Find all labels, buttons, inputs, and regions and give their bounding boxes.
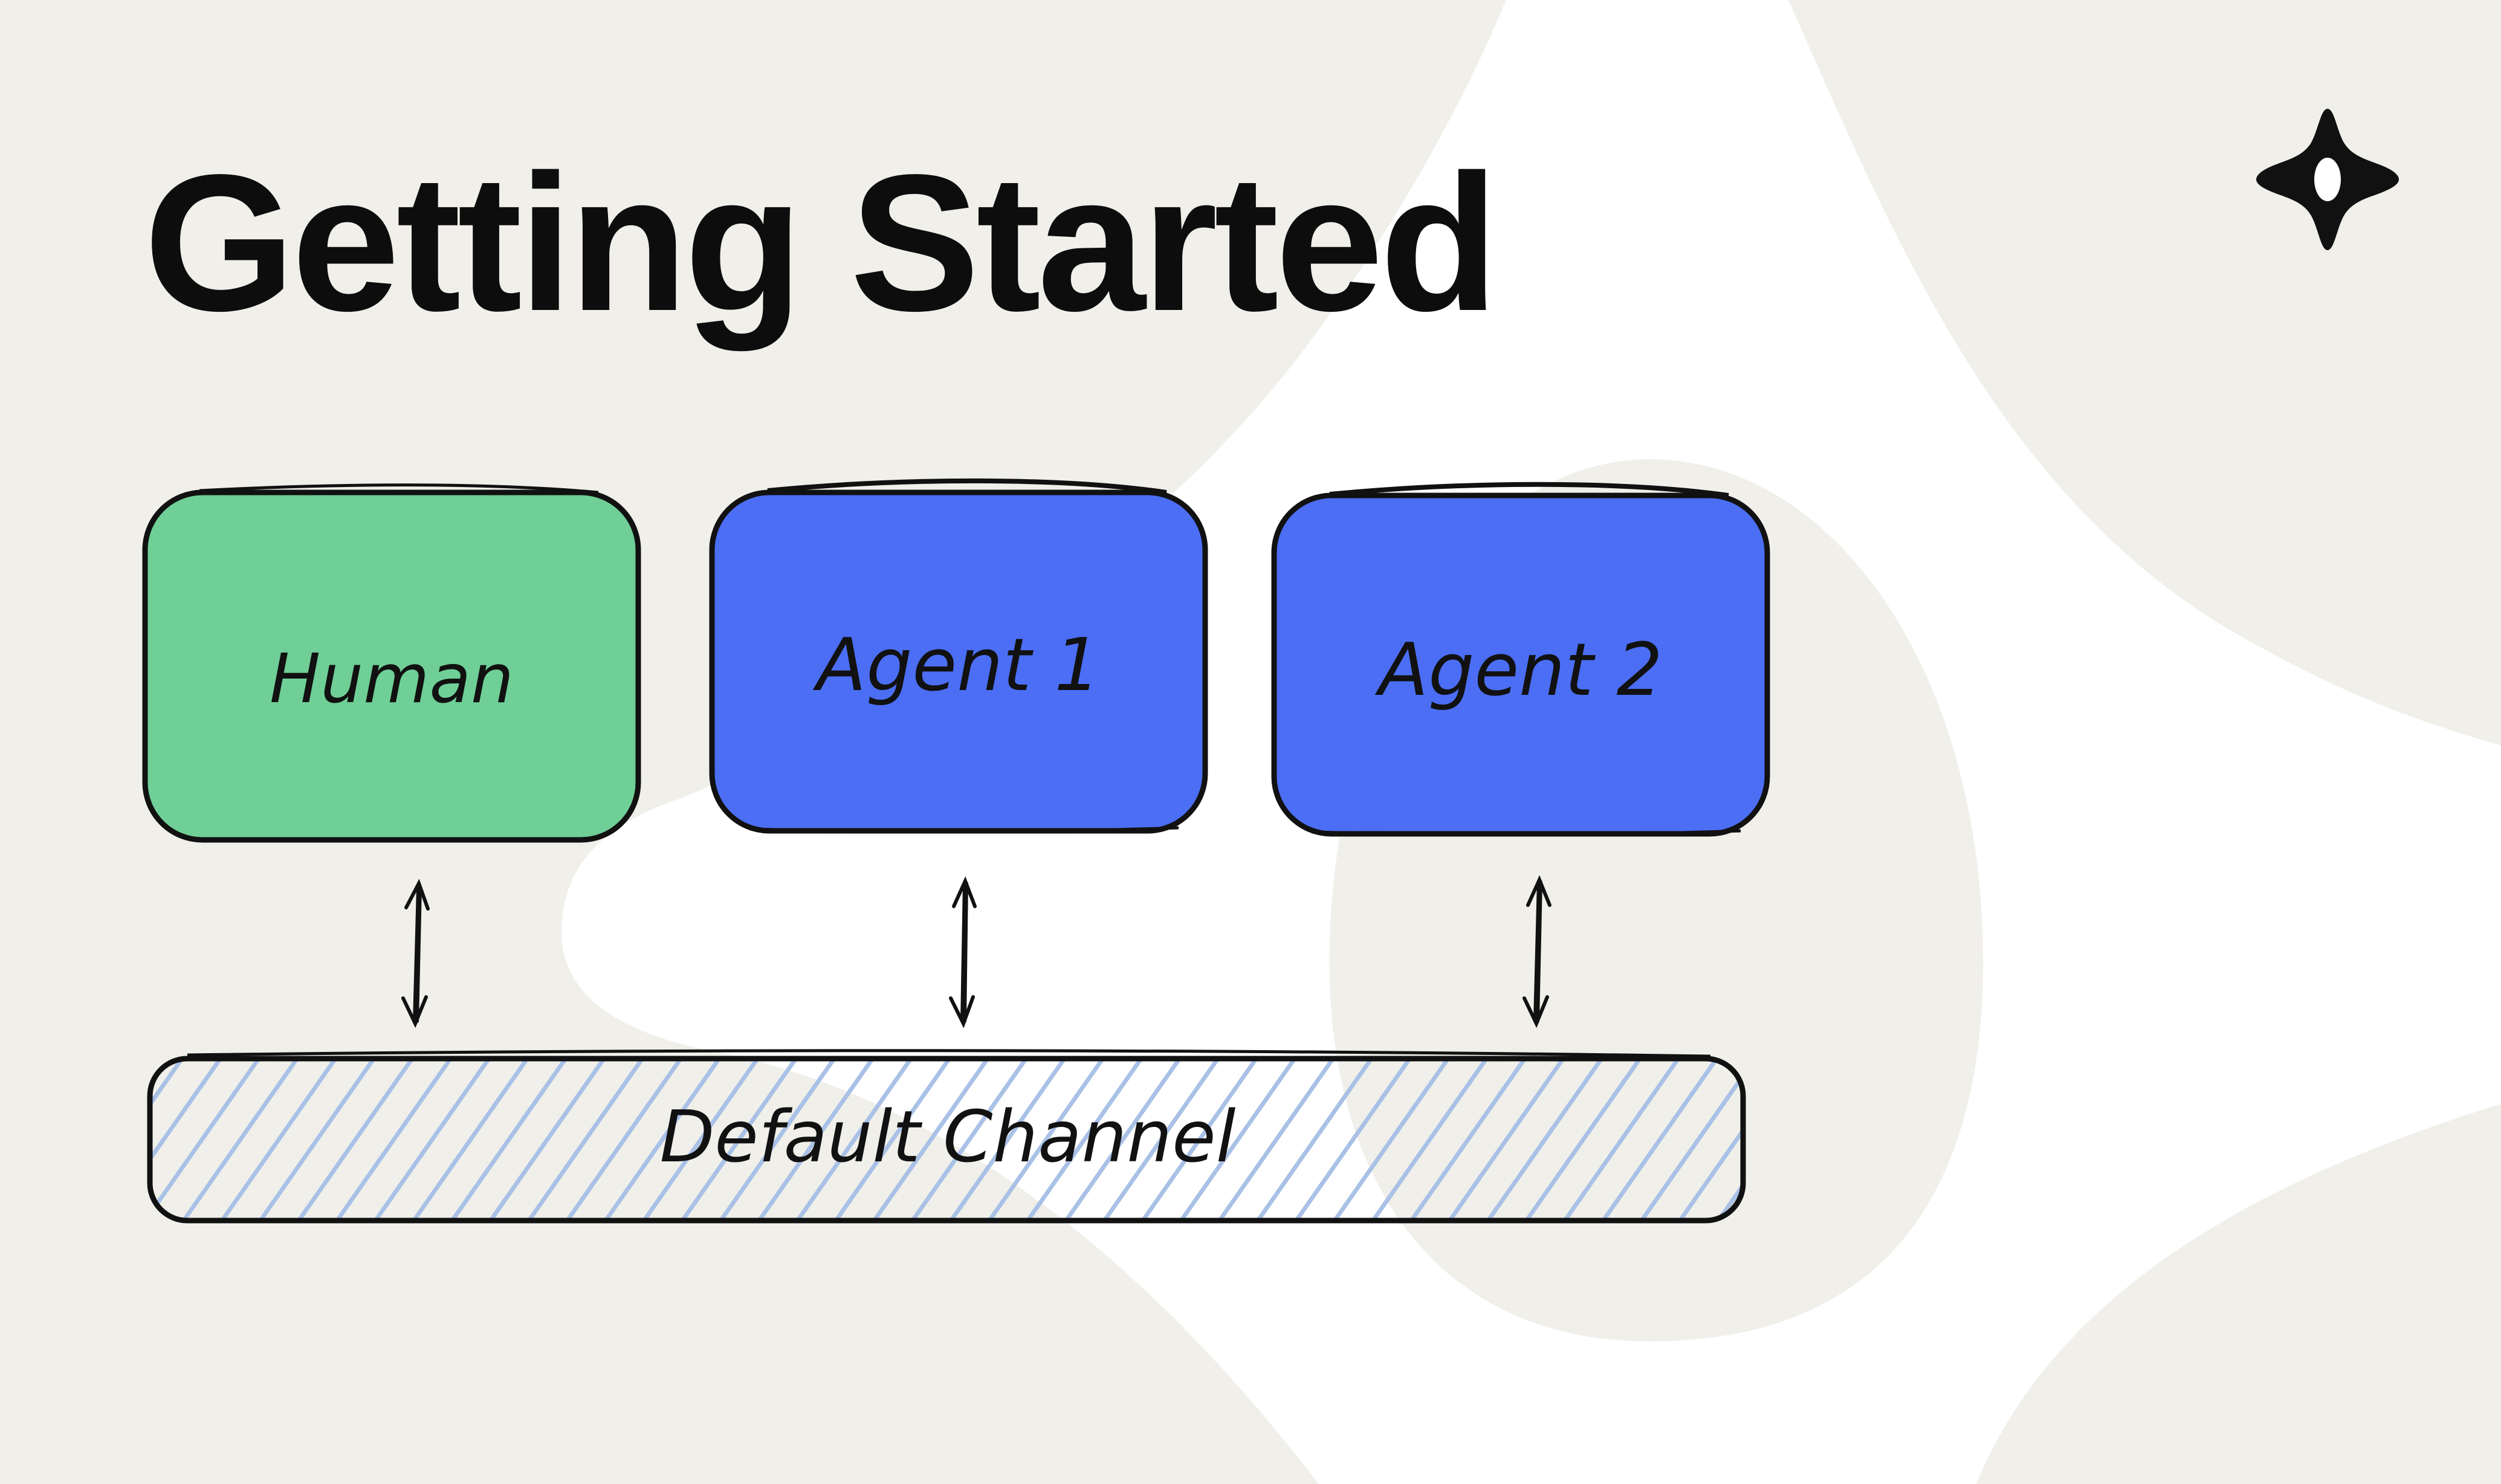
node-agent-1[interactable]: Agent 1 [709, 478, 1208, 834]
page-title: Getting Started [144, 135, 1499, 352]
node-agent-2[interactable]: Agent 2 [1271, 482, 1770, 837]
sparkle-logo-icon [2256, 109, 2399, 250]
default-channel[interactable]: Default Channel [147, 1049, 1746, 1224]
node-human-box [142, 489, 641, 843]
node-agent-1-label: Agent 1 [812, 624, 1101, 708]
node-human-label: Human [270, 640, 514, 718]
edge-agent-2-channel [1522, 875, 1551, 1028]
edge-human-channel [401, 879, 430, 1028]
default-channel-label: Default Channel [659, 1095, 1235, 1178]
node-agent-2-label: Agent 2 [1374, 628, 1663, 712]
edge-agent-1-channel [949, 876, 977, 1028]
node-human[interactable]: Human [142, 483, 641, 843]
default-channel-box [147, 1056, 1746, 1224]
